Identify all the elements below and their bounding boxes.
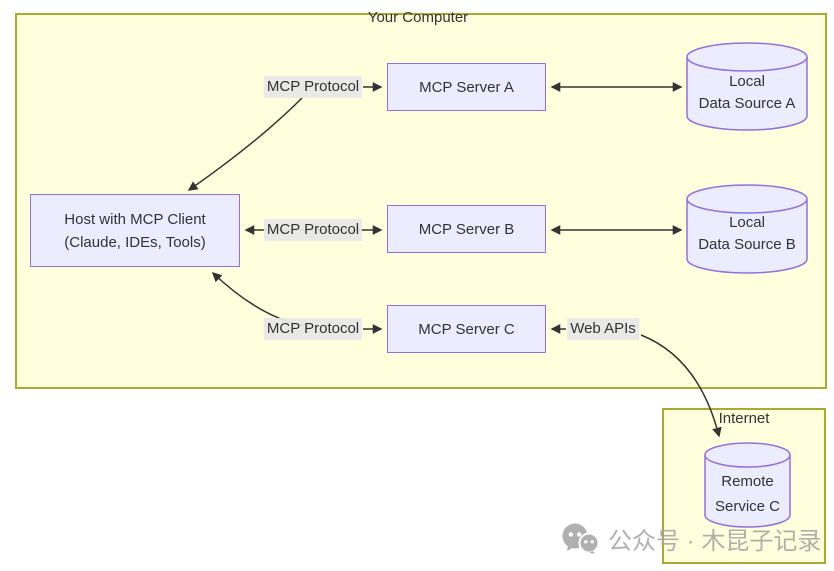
arrow-host-to-label-a <box>187 97 303 191</box>
remote-service-c-line1: Remote <box>721 473 774 490</box>
datasource-b-line2: Data Source B <box>698 236 796 253</box>
datasource-b-line1: Local <box>729 214 765 231</box>
mcp-protocol-label-c: MCP Protocol <box>263 318 363 340</box>
datasource-a-line2: Data Source A <box>698 95 796 112</box>
web-apis-label: Web APIs <box>567 318 639 340</box>
mcp-server-c-label: MCP Server C <box>418 320 515 338</box>
datasource-a-cylinder <box>686 42 808 131</box>
datasource-a-line1: Local <box>729 73 765 90</box>
mcp-protocol-label-a: MCP Protocol <box>263 76 363 98</box>
your-computer-label: Your Computer <box>367 9 469 26</box>
datasource-b-cylinder <box>686 184 808 274</box>
arrow-webapis-to-remote-c <box>640 334 722 438</box>
host-node-line2: (Claude, IDEs, Tools) <box>64 233 206 251</box>
mcp-server-b-node: MCP Server B <box>387 205 546 253</box>
host-node-line1: Host with MCP Client <box>64 210 206 228</box>
watermark: 公众号 · 木昆子记录 <box>562 521 821 556</box>
wechat-icon <box>562 523 599 554</box>
watermark-text: 公众号 · 木昆子记录 <box>608 528 822 555</box>
remote-service-c-cylinder <box>704 442 791 528</box>
mcp-protocol-label-b: MCP Protocol <box>263 219 363 241</box>
remote-service-c-text: Remote Service C <box>705 469 790 519</box>
remote-service-c-line2: Service C <box>714 498 781 515</box>
mcp-server-c-node: MCP Server C <box>387 305 546 353</box>
datasource-b-text: Local Data Source B <box>687 212 807 256</box>
mcp-server-a-node: MCP Server A <box>387 63 546 111</box>
mcp-server-b-label: MCP Server B <box>418 220 515 238</box>
internet-label: Internet <box>718 410 770 427</box>
host-node: Host with MCP Client (Claude, IDEs, Tool… <box>30 194 240 267</box>
mcp-server-a-label: MCP Server A <box>419 78 514 96</box>
datasource-a-text: Local Data Source A <box>687 71 807 115</box>
